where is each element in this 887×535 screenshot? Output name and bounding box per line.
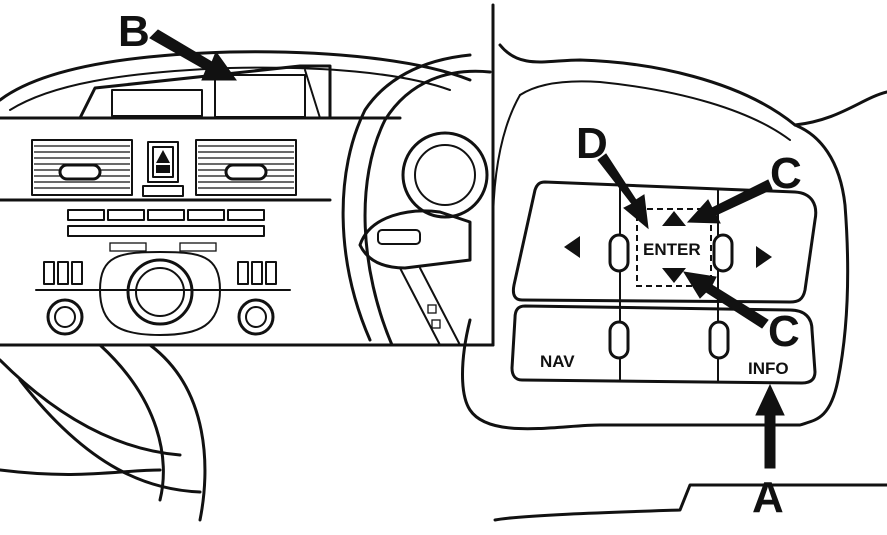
callout-d-label: D <box>576 119 608 168</box>
dash-inner-arch <box>9 66 451 111</box>
capsule-upper-left <box>608 233 630 273</box>
right-air-vent <box>195 139 297 196</box>
left-small-knob <box>46 298 84 336</box>
down-arrow-button-icon <box>662 268 686 283</box>
right-button-cluster <box>237 261 277 285</box>
indicator-slot-right <box>179 242 217 252</box>
dash-top-arch <box>0 50 472 102</box>
callout-c-bottom-arrow-icon <box>683 271 769 329</box>
enter-selection-box <box>636 208 712 287</box>
dashboard-curve-2 <box>18 378 202 494</box>
spoke-inner-left <box>491 94 521 241</box>
indicator-slot-left <box>109 242 147 252</box>
right-arrow-button-icon <box>756 246 772 268</box>
right-small-knob <box>237 298 275 336</box>
callout-c-bottom-label: C <box>768 307 800 356</box>
steering-wheel-left-view <box>341 53 492 347</box>
hazard-button <box>142 141 184 197</box>
up-arrow-button-icon <box>662 211 686 226</box>
lower-switch-panel <box>510 304 817 385</box>
left-button-cluster <box>43 261 83 285</box>
vent-tab-right <box>224 163 268 181</box>
spoke-top-outline <box>498 43 887 127</box>
spoke-inner-top <box>519 80 791 141</box>
right-switch-view: ENTER NAV INFO D C C A <box>461 43 887 522</box>
callout-a-label: A <box>752 473 784 522</box>
dashboard-curve-4 <box>98 343 165 502</box>
dashboard-curve-5 <box>0 468 162 476</box>
display-screen-left <box>111 89 203 117</box>
callout-d-arrow-icon <box>597 153 649 230</box>
spoke-body-outline <box>461 123 850 431</box>
display-housing <box>78 64 332 120</box>
capsule-lower-right <box>708 320 730 360</box>
callout-b: B <box>118 7 237 81</box>
left-inset-panel: B <box>0 3 495 522</box>
callout-b-label: B <box>118 7 150 56</box>
enter-button-label: ENTER <box>643 240 701 259</box>
callout-a: A <box>752 383 785 522</box>
callout-b-arrow-icon <box>149 29 237 81</box>
vent-tab-left <box>58 163 102 181</box>
dashboard-curve-1 <box>0 358 182 457</box>
hub-lower-line <box>493 483 887 522</box>
center-control-knob <box>99 251 221 336</box>
callout-c-top-arrow-icon <box>686 179 773 224</box>
radio-preset-row <box>67 209 265 237</box>
nav-button-label: NAV <box>540 352 575 371</box>
capsule-upper-right <box>712 233 734 273</box>
dashboard-curve-3 <box>148 343 207 522</box>
display-edge <box>304 69 321 119</box>
callout-c-top-label: C <box>770 149 802 198</box>
hazard-triangle-icon <box>156 150 170 163</box>
callout-a-arrow-icon <box>755 383 785 469</box>
info-button-label: INFO <box>748 359 789 378</box>
capsule-lower-left <box>608 320 630 360</box>
callout-c-top: C <box>686 149 802 224</box>
callout-d: D <box>576 119 649 230</box>
callout-c-bottom: C <box>683 271 800 356</box>
left-air-vent <box>31 139 133 196</box>
left-arrow-button-icon <box>564 236 580 258</box>
upper-switch-panel <box>511 180 818 304</box>
